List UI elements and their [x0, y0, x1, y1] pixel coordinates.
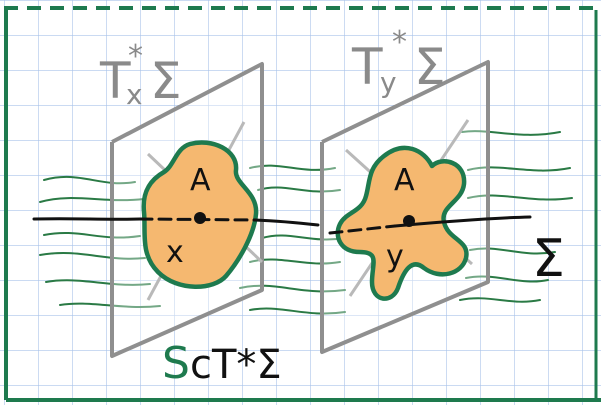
label-tangent-x-star: * [128, 39, 143, 74]
label-sigma-manifold: Σ [532, 229, 565, 289]
label-x-point: x [166, 235, 184, 270]
label-tangent-y-T: T [351, 38, 383, 96]
label-tangent-x-sub: x [126, 78, 143, 111]
flow-lines [39, 130, 573, 315]
point-y-dot [403, 215, 415, 227]
label-subset-rest: cT*Σ [190, 342, 282, 388]
label-tangent-x-T: T [99, 52, 131, 110]
label-tangent-y-sigma: Σ [414, 38, 446, 96]
label-tangent-x: T * x Σ [99, 39, 182, 111]
label-A-right: A [394, 163, 415, 198]
label-tangent-y-star: * [392, 25, 407, 60]
label-subset-S: S [162, 338, 190, 389]
label-tangent-y-sub: y [380, 66, 397, 99]
label-y-point: y [386, 239, 404, 274]
point-x-dot [194, 212, 206, 224]
label-subset: S cT*Σ [162, 338, 282, 389]
label-tangent-x-sigma: Σ [150, 52, 182, 110]
green-frame [4, 6, 601, 402]
subset-blob-y [335, 145, 469, 301]
label-tangent-y: T * y Σ [351, 25, 446, 99]
label-A-left: A [190, 163, 211, 198]
